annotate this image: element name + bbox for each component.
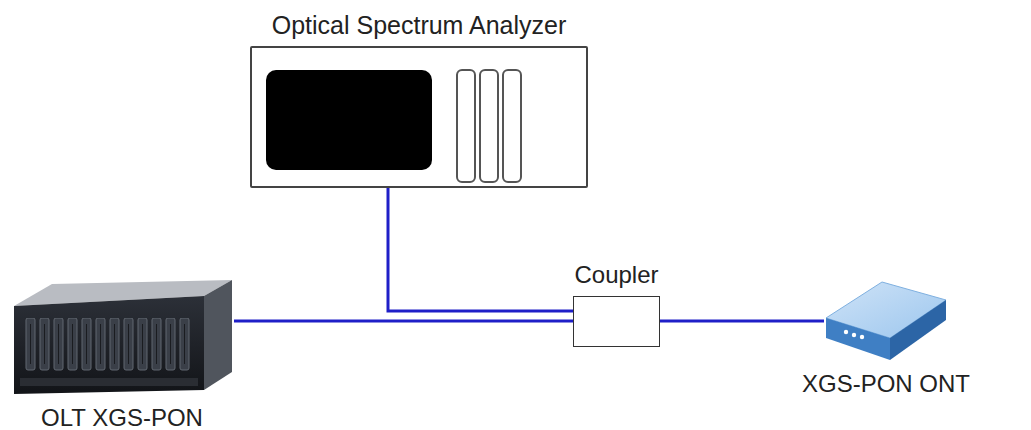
- analyzer-box: Optical Spectrum Analyzer: [250, 46, 588, 188]
- olt-node: OLT XGS-PON: [10, 278, 234, 396]
- olt-server: [14, 280, 232, 394]
- ont-device: [826, 282, 946, 360]
- fiber-link: [234, 320, 573, 323]
- server-base: [20, 378, 198, 386]
- ont-node: XGS-PON ONT: [824, 280, 948, 362]
- node-label: XGS-PON ONT: [802, 370, 970, 398]
- ont-front: [826, 318, 890, 360]
- ont-led: [860, 335, 864, 339]
- ont-led: [844, 330, 848, 334]
- node-label: OLT XGS-PON: [41, 404, 203, 430]
- server-bays: [24, 318, 192, 372]
- ont-side: [890, 300, 946, 360]
- analyzer-slot: [503, 70, 521, 182]
- node-label: Coupler: [574, 261, 658, 289]
- analyzer-slot: [457, 70, 475, 182]
- fiber-link: [388, 188, 573, 311]
- analyzer-slot: [480, 70, 498, 182]
- analyzer-front: [266, 70, 521, 182]
- node-label: Optical Spectrum Analyzer: [272, 11, 567, 40]
- ont-led: [852, 333, 856, 337]
- server-front: [14, 296, 204, 394]
- fiber-link: [660, 320, 824, 323]
- analyzer-screen: [266, 70, 432, 170]
- coupler-box: Coupler: [573, 296, 660, 347]
- server-side: [204, 280, 232, 390]
